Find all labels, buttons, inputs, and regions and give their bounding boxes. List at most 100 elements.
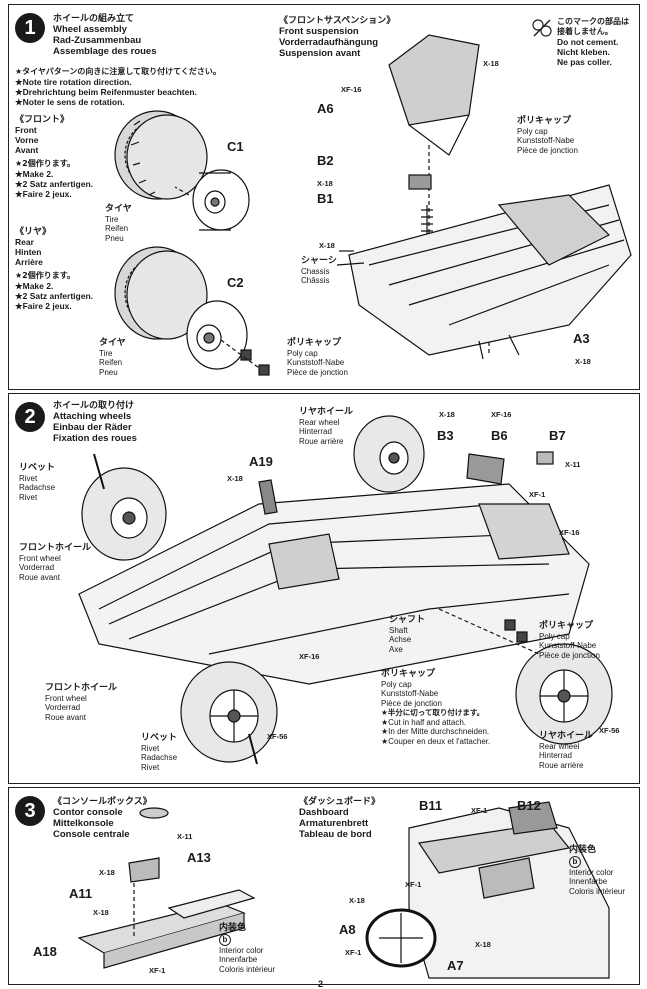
rear-make-jp: ★2個作ります。 — [15, 271, 75, 280]
suspension-fr: Suspension avant — [279, 48, 361, 59]
step2-title: ホイールの取り付け Attaching wheels Einbau der Rä… — [53, 400, 137, 444]
rear-hub-c2-drawing — [186, 300, 270, 376]
shaft-fr: Axe — [389, 644, 403, 654]
screw-xf56: XF-56 — [599, 726, 620, 735]
no-cement-en: Do not cement. — [557, 37, 619, 47]
part-c1: C1 — [227, 139, 244, 154]
screw-xf56: XF-56 — [267, 732, 288, 741]
screw-x18: X-18 — [319, 241, 335, 250]
screw-x18: X-18 — [349, 896, 365, 905]
shaft-en: Shaft — [389, 625, 408, 635]
tire-de: Reifen — [105, 224, 129, 233]
rivet-de: Radachse — [141, 753, 178, 762]
dashboard-fr: Tableau de bord — [299, 829, 372, 840]
no-cement-note: このマークの部品は 接着しません。 Do not cement. Nicht k… — [557, 17, 629, 67]
screw-xf16: XF-16 — [559, 528, 580, 537]
polycap-jp: ポリキャップ — [539, 621, 594, 631]
console-interior-color: 内装色 b Interior color Innenfarbe Coloris … — [219, 923, 276, 974]
console-jp: 《コンソールボックス》 — [53, 797, 152, 807]
no-cement-de: Nicht kleben. — [557, 47, 610, 57]
steering-wheel-drawing — [365, 908, 437, 968]
rotation-note-de: ★Drehrichtung beim Reifenmuster beachten… — [15, 87, 197, 97]
rivet-fr: Rivet — [19, 492, 38, 502]
rear-wheel-jp: リヤホイール — [299, 407, 354, 417]
polycap-jp: ポリキャップ — [287, 338, 342, 348]
page-number: 2 — [318, 979, 324, 989]
step1-drawing — [114, 34, 632, 376]
cut-jp: ★半分に切って取り付けます。 — [381, 708, 485, 717]
step2-drawing — [78, 415, 613, 765]
step1-title: ホイールの組み立て Wheel assembly Rad-Zusammenbau… — [53, 13, 157, 57]
rear-make-de: ★2 Satz anfertigen. — [15, 291, 93, 301]
polycap-en: Poly cap — [287, 348, 318, 358]
no-cement-jp2: 接着しません。 — [557, 27, 613, 36]
rear-wheel-en: Rear wheel — [299, 417, 340, 427]
tire-fr: Pneu — [99, 367, 118, 377]
suspension-jp: 《フロントサスペンション》 — [279, 16, 396, 26]
chassis-jp: シャーシ — [301, 256, 337, 266]
interior-jp: 内装色 — [219, 923, 247, 933]
part-c2: C2 — [227, 275, 244, 290]
polycap-en: Poly cap — [517, 126, 548, 136]
tire-en: Tire — [105, 214, 119, 224]
interior-fr: Coloris intérieur — [219, 964, 276, 974]
screw-x11: X-11 — [177, 832, 193, 841]
screw-x18: X-18 — [227, 474, 243, 483]
rear-wheel-label-bottom: リヤホイール Rear wheel Hinterrad Roue arrière — [539, 731, 593, 770]
screw-xf1: XF-1 — [529, 490, 546, 499]
screw-x11: X-11 — [565, 460, 581, 469]
screw-x18: X-18 — [475, 940, 491, 949]
cut-de: ★In der Mitte durchschneiden. — [381, 727, 490, 736]
rivet-de: Radachse — [19, 483, 56, 492]
dashboard-en: Dashboard — [299, 807, 349, 818]
step3-panel: 3 《コンソールボックス》 Contor console Mittelkonso… — [8, 787, 640, 985]
rear-wheel-fr: Roue arrière — [539, 760, 584, 770]
rear-tire-drawing — [114, 246, 208, 340]
screw-xf16: XF-16 — [299, 652, 320, 661]
rear-make-en: ★Make 2. — [15, 281, 54, 291]
chassis-drawing — [78, 483, 590, 685]
polycap-fr: Pièce de jonction — [539, 650, 600, 660]
part-b12: B12 — [517, 798, 541, 813]
no-cement-icon — [532, 19, 552, 37]
part-a3: A3 — [573, 331, 590, 346]
step2-polycap-label-right: ポリキャップ Poly cap Kunststoff-Nabe Pièce de… — [539, 621, 600, 660]
front-wheel-fr: Roue avant — [19, 572, 60, 582]
step1-title-de: Rad-Zusammenbau — [53, 35, 142, 46]
screw-xf1: XF-1 — [471, 806, 488, 815]
front-wheel-jp: フロントホイール — [45, 683, 118, 693]
step2-number: 2 — [15, 402, 45, 432]
dashboard-jp: 《ダッシュボード》 — [299, 797, 381, 807]
interior-fr: Coloris intérieur — [569, 886, 626, 896]
suspension-polycap-label: ポリキャップ Poly cap Kunststoff-Nabe Pièce de… — [517, 116, 578, 155]
polycap-fr: Pièce de jonction — [381, 698, 442, 708]
step1-rotation-note: ★タイヤパターンの向きに注意して取り付けてください。 ★Note tire ro… — [15, 67, 221, 107]
rear-label-jp: 《リヤ》 — [15, 227, 52, 237]
rear-wheel-de: Hinterrad — [539, 751, 572, 760]
screw-x18: X-18 — [317, 179, 333, 188]
cut-en: ★Cut in half and attach. — [381, 717, 466, 727]
screw-x18: X-18 — [439, 410, 455, 419]
front-wheel-label: 《フロント》 Front Vorne Avant ★2個作ります。 ★Make … — [15, 115, 93, 199]
rotation-note-fr: ★Noter le sens de rotation. — [15, 97, 125, 107]
no-cement-fr: Ne pas coller. — [557, 57, 612, 67]
part-a8: A8 — [339, 922, 356, 937]
front-wheel-bottom-drawing — [180, 661, 278, 765]
rivet-en: Rivet — [19, 473, 38, 483]
part-a18: A18 — [33, 944, 57, 959]
polycap-de: Kunststoff-Nabe — [517, 136, 575, 145]
rotation-note-jp: ★タイヤパターンの向きに注意して取り付けてください。 — [15, 67, 221, 76]
part-a7: A7 — [447, 958, 464, 973]
step1-title-fr: Assemblage des roues — [53, 46, 157, 57]
step2-panel: 2 ホイールの取り付け Attaching wheels Einbau der … — [8, 393, 640, 784]
front-hub-c1-drawing — [174, 169, 250, 231]
console-en: Contor console — [53, 807, 123, 818]
interior-de: Innenfarbe — [569, 877, 608, 886]
step1-title-jp: ホイールの組み立て — [53, 14, 135, 24]
step2-title-de: Einbau der Räder — [53, 422, 132, 433]
screw-xf16: XF-16 — [491, 410, 512, 419]
front-label-de: Vorne — [15, 135, 39, 145]
front-wheel-top-drawing — [81, 453, 167, 561]
part-b1: B1 — [317, 191, 334, 206]
front-label-en: Front — [15, 125, 37, 135]
